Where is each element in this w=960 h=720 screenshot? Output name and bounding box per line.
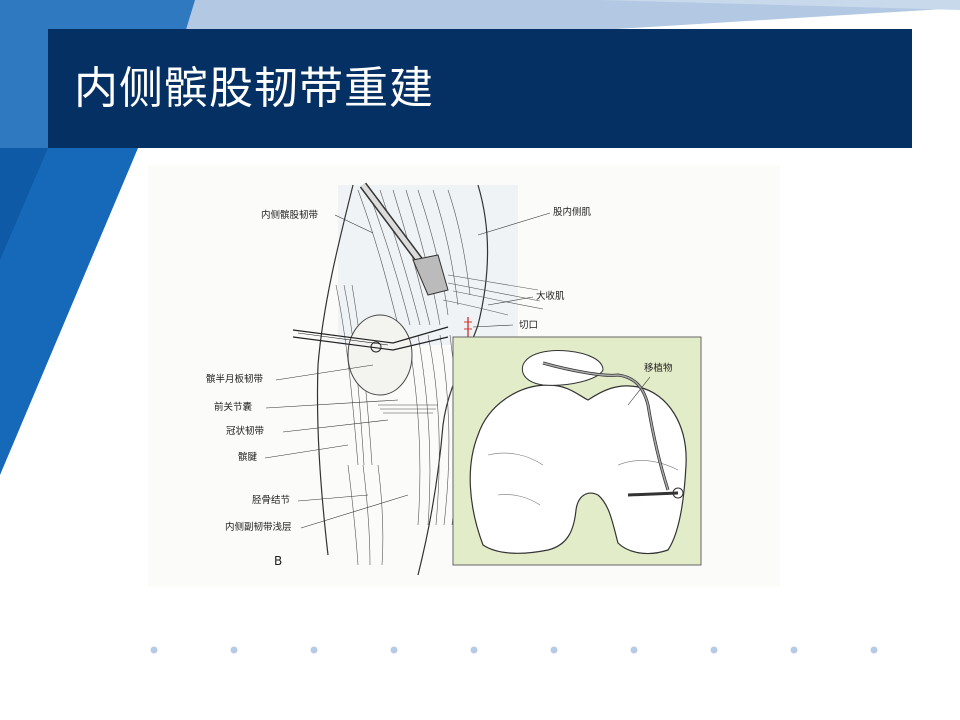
- label-graft: 移植物: [644, 363, 673, 374]
- incision-mark: [464, 317, 472, 337]
- label-tubercle: 胫骨结节: [252, 495, 291, 506]
- light-blue-band-right: [600, 0, 960, 10]
- retractor-instrument: [359, 182, 449, 296]
- label-incision: 切口: [519, 320, 539, 331]
- slide-title: 内侧髌股韧带重建: [74, 63, 434, 114]
- label-panel-letter: B: [274, 554, 283, 568]
- knee-illustration: 内侧髌股韧带 股内侧肌 大收肌 切口 髌半月板韧带 前关节囊 冠状韧带 髌腱 胫…: [148, 165, 780, 587]
- label-mcl-superficial: 内侧副韧带浅层: [225, 522, 292, 533]
- label-adductor: 大收肌: [536, 291, 565, 302]
- light-blue-band: [150, 0, 960, 30]
- screw: [627, 487, 684, 499]
- label-vmo: 股内侧肌: [553, 207, 592, 218]
- label-mpfl: 内侧髌股韧带: [261, 210, 319, 221]
- knee-drawing: [264, 182, 702, 576]
- label-capsule: 前关节囊: [214, 402, 253, 413]
- label-tendon: 髌腱: [238, 452, 258, 463]
- left-blue-shadow: [0, 148, 48, 260]
- title-bar: 内侧髌股韧带重建: [48, 29, 912, 148]
- left-blue-shape-lower: [0, 148, 138, 475]
- forceps-instrument: [292, 326, 449, 353]
- label-coronary: 冠状韧带: [226, 426, 265, 437]
- label-meniscopatellar: 髌半月板韧带: [206, 374, 264, 385]
